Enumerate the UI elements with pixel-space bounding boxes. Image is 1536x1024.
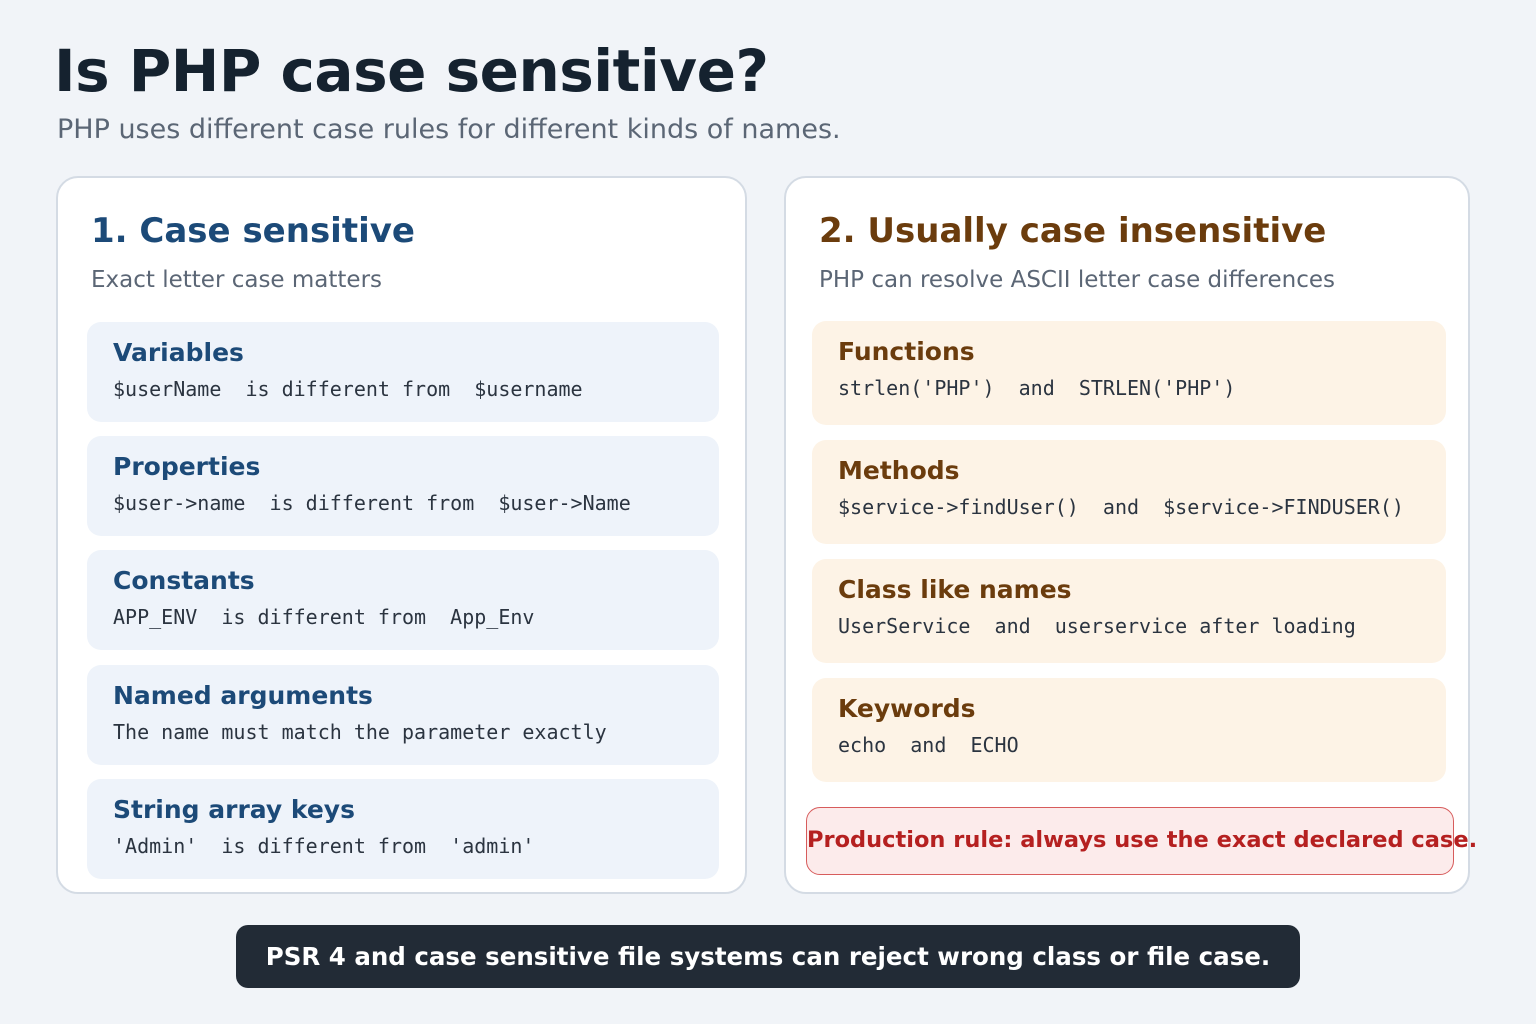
- named-arguments-title: Named arguments: [113, 681, 373, 710]
- constants-example: APP_ENV is different from App_Env: [113, 605, 535, 629]
- methods-title: Methods: [838, 456, 960, 485]
- case-sensitive-panel: 1. Case sensitive Exact letter case matt…: [56, 176, 747, 894]
- case-insensitive-title: 2. Usually case insensitive: [819, 211, 1327, 251]
- page-title: Is PHP case sensitive?: [54, 37, 769, 105]
- constants-card: Constants APP_ENV is different from App_…: [87, 550, 719, 650]
- named-arguments-card: Named arguments The name must match the …: [87, 665, 719, 765]
- class-like-names-title: Class like names: [838, 575, 1072, 604]
- variables-card: Variables $userName is different from $u…: [87, 322, 719, 422]
- production-rule-callout: Production rule: always use the exact de…: [806, 807, 1477, 875]
- string-array-keys-title: String array keys: [113, 795, 355, 824]
- variables-title: Variables: [113, 338, 244, 367]
- case-insensitive-subtitle: PHP can resolve ASCII letter case differ…: [819, 267, 1335, 293]
- methods-example: $service->findUser() and $service->FINDU…: [838, 495, 1404, 519]
- functions-example: strlen('PHP') and STRLEN('PHP'): [838, 376, 1236, 400]
- constants-title: Constants: [113, 566, 255, 595]
- keywords-title: Keywords: [838, 694, 976, 723]
- keywords-example: echo and ECHO: [838, 733, 1019, 757]
- footer-banner: PSR 4 and case sensitive file systems ca…: [236, 925, 1300, 988]
- string-array-keys-card: String array keys 'Admin' is different f…: [87, 779, 719, 879]
- methods-card: Methods $service->findUser() and $servic…: [812, 440, 1446, 544]
- properties-title: Properties: [113, 452, 261, 481]
- string-array-keys-example: 'Admin' is different from 'admin': [113, 834, 535, 858]
- case-sensitive-subtitle: Exact letter case matters: [91, 267, 383, 293]
- named-arguments-example: The name must match the parameter exactl…: [113, 720, 607, 744]
- page-subtitle: PHP uses different case rules for differ…: [57, 114, 841, 145]
- properties-card: Properties $user->name is different from…: [87, 436, 719, 536]
- keywords-card: Keywords echo and ECHO: [812, 678, 1446, 782]
- functions-card: Functions strlen('PHP') and STRLEN('PHP'…: [812, 321, 1446, 425]
- properties-example: $user->name is different from $user->Nam…: [113, 491, 631, 515]
- class-like-names-card: Class like names UserService and userser…: [812, 559, 1446, 663]
- variables-example: $userName is different from $username: [113, 377, 583, 401]
- functions-title: Functions: [838, 337, 975, 366]
- case-insensitive-panel: 2. Usually case insensitive PHP can reso…: [784, 176, 1477, 894]
- case-sensitive-title: 1. Case sensitive: [91, 211, 415, 251]
- class-like-names-example: UserService and userservice after loadin…: [838, 614, 1356, 638]
